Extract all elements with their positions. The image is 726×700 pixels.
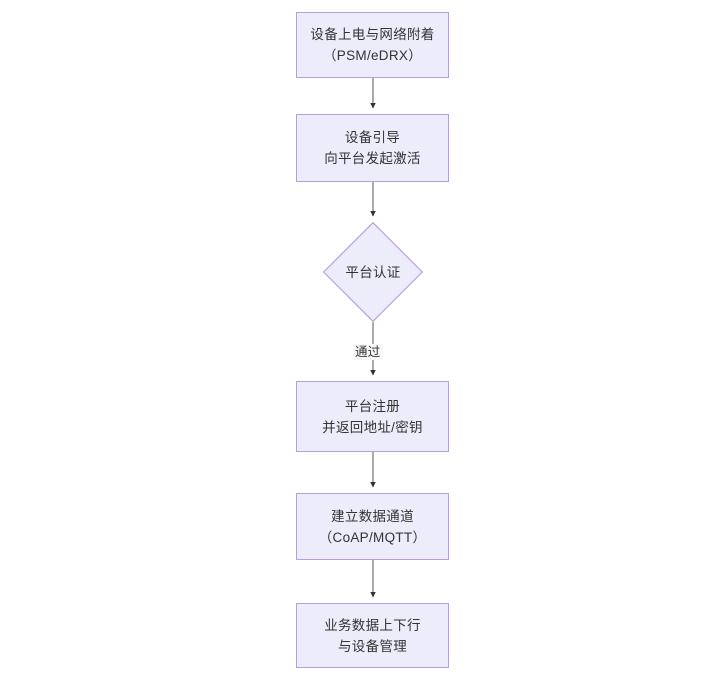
node-platform-register-line-2: 并返回地址/密钥 bbox=[322, 419, 423, 435]
node-service-data-line-1: 业务数据上下行 bbox=[324, 617, 421, 633]
edge-label-pass: 通过 bbox=[353, 344, 383, 360]
node-platform-auth-label: 平台认证 bbox=[345, 264, 401, 280]
node-data-channel-line-1: 建立数据通道 bbox=[331, 508, 414, 524]
node-data-channel[interactable]: 建立数据通道 （CoAP/MQTT） bbox=[296, 493, 449, 560]
node-service-data[interactable]: 业务数据上下行 与设备管理 bbox=[296, 603, 449, 668]
node-platform-register-line-1: 平台注册 bbox=[344, 398, 401, 414]
node-power-on-line-2: （PSM/eDRX） bbox=[322, 48, 423, 63]
node-service-data-line-2: 与设备管理 bbox=[338, 638, 407, 654]
node-bootstrap-line-1: 设备引导 bbox=[344, 130, 401, 145]
diamond-shape-icon bbox=[323, 222, 423, 322]
node-platform-auth[interactable]: 平台认证 bbox=[323, 222, 423, 322]
node-data-channel-line-2: （CoAP/MQTT） bbox=[318, 529, 427, 545]
node-bootstrap-line-2: 向平台发起激活 bbox=[324, 151, 421, 166]
node-bootstrap[interactable]: 设备引导 向平台发起激活 bbox=[296, 114, 449, 182]
node-power-on-line-1: 设备上电与网络附着 bbox=[310, 27, 435, 42]
node-platform-register[interactable]: 平台注册 并返回地址/密钥 bbox=[296, 381, 449, 452]
node-power-on[interactable]: 设备上电与网络附着 （PSM/eDRX） bbox=[296, 12, 449, 78]
